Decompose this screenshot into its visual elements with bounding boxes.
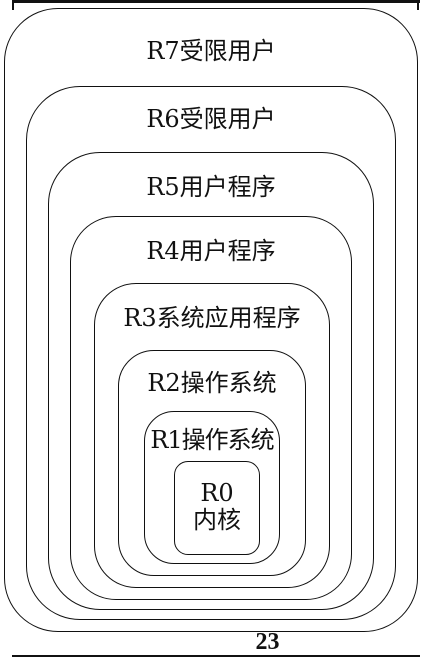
- ring-r0-sublabel: 内核: [193, 506, 241, 534]
- ring-r0-label: R0: [200, 479, 234, 507]
- page-number: 23: [255, 629, 280, 655]
- ring-r7-label: R7受限用户: [146, 37, 276, 65]
- ring-r5: R5用户程序: [48, 152, 374, 610]
- ring-r3: R3系统应用程序: [94, 283, 330, 588]
- ring-r2: R2操作系统: [118, 350, 306, 576]
- bottom-rule: [12, 655, 420, 657]
- ring-r5-label: R5用户程序: [146, 173, 276, 201]
- ring-r0: R0 内核: [174, 461, 260, 555]
- ring-r6: R6受限用户: [26, 86, 396, 620]
- ring-r4: R4用户程序: [70, 216, 352, 600]
- ring-r2-label: R2操作系统: [147, 369, 277, 397]
- ring-r7: R7受限用户: [4, 8, 418, 632]
- ring-r6-label: R6受限用户: [146, 105, 276, 133]
- ring-r1: R1操作系统: [144, 411, 280, 564]
- ring-r1-label: R1操作系统: [150, 426, 274, 454]
- ring-r4-label: R4用户程序: [146, 237, 276, 265]
- top-rule: [12, 0, 420, 3]
- top-rule-right-cap: [417, 0, 419, 10]
- ring-r3-label: R3系统应用程序: [123, 304, 301, 332]
- top-rule-left-cap: [12, 0, 14, 10]
